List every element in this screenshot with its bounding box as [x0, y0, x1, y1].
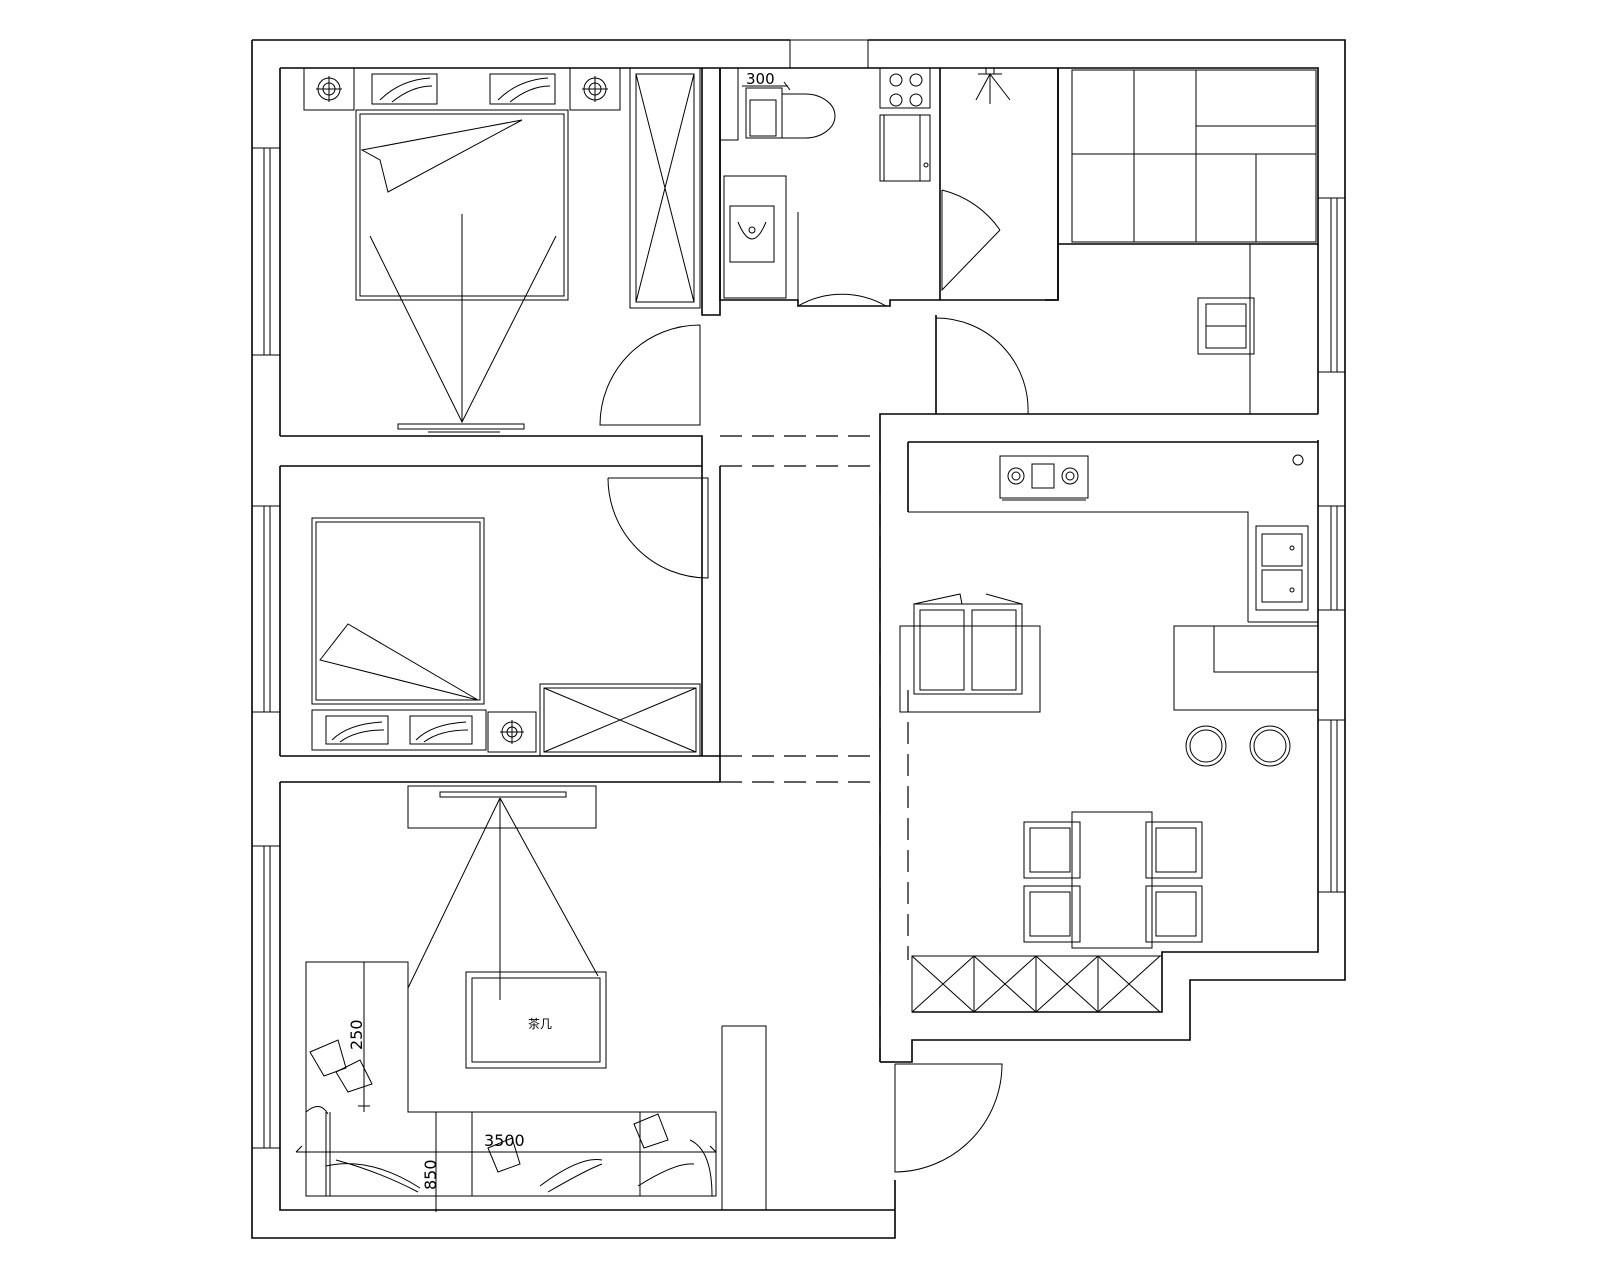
master-bedroom — [303, 67, 701, 433]
dining-area — [911, 725, 1291, 1013]
chaise-depth-dimension: 250 — [347, 1019, 366, 1050]
doors — [599, 189, 1029, 1173]
outer-walls — [251, 39, 1346, 1239]
tea-table-note: 茶几 — [528, 1016, 552, 1031]
study-room — [1071, 69, 1317, 414]
windows — [252, 147, 1345, 1149]
interior-walls — [280, 68, 1318, 1063]
bathroom: 300 — [719, 67, 1011, 299]
sofa-depth-dimension: 850 — [421, 1159, 440, 1190]
sofa-length-dimension: 3500 — [484, 1131, 525, 1150]
living-room: 茶几 250 3500 850 — [295, 785, 767, 1212]
second-bedroom — [311, 517, 701, 757]
kitchen — [899, 454, 1319, 713]
open-passages — [720, 435, 909, 1062]
toilet-offset-dimension: 300 — [746, 70, 775, 88]
